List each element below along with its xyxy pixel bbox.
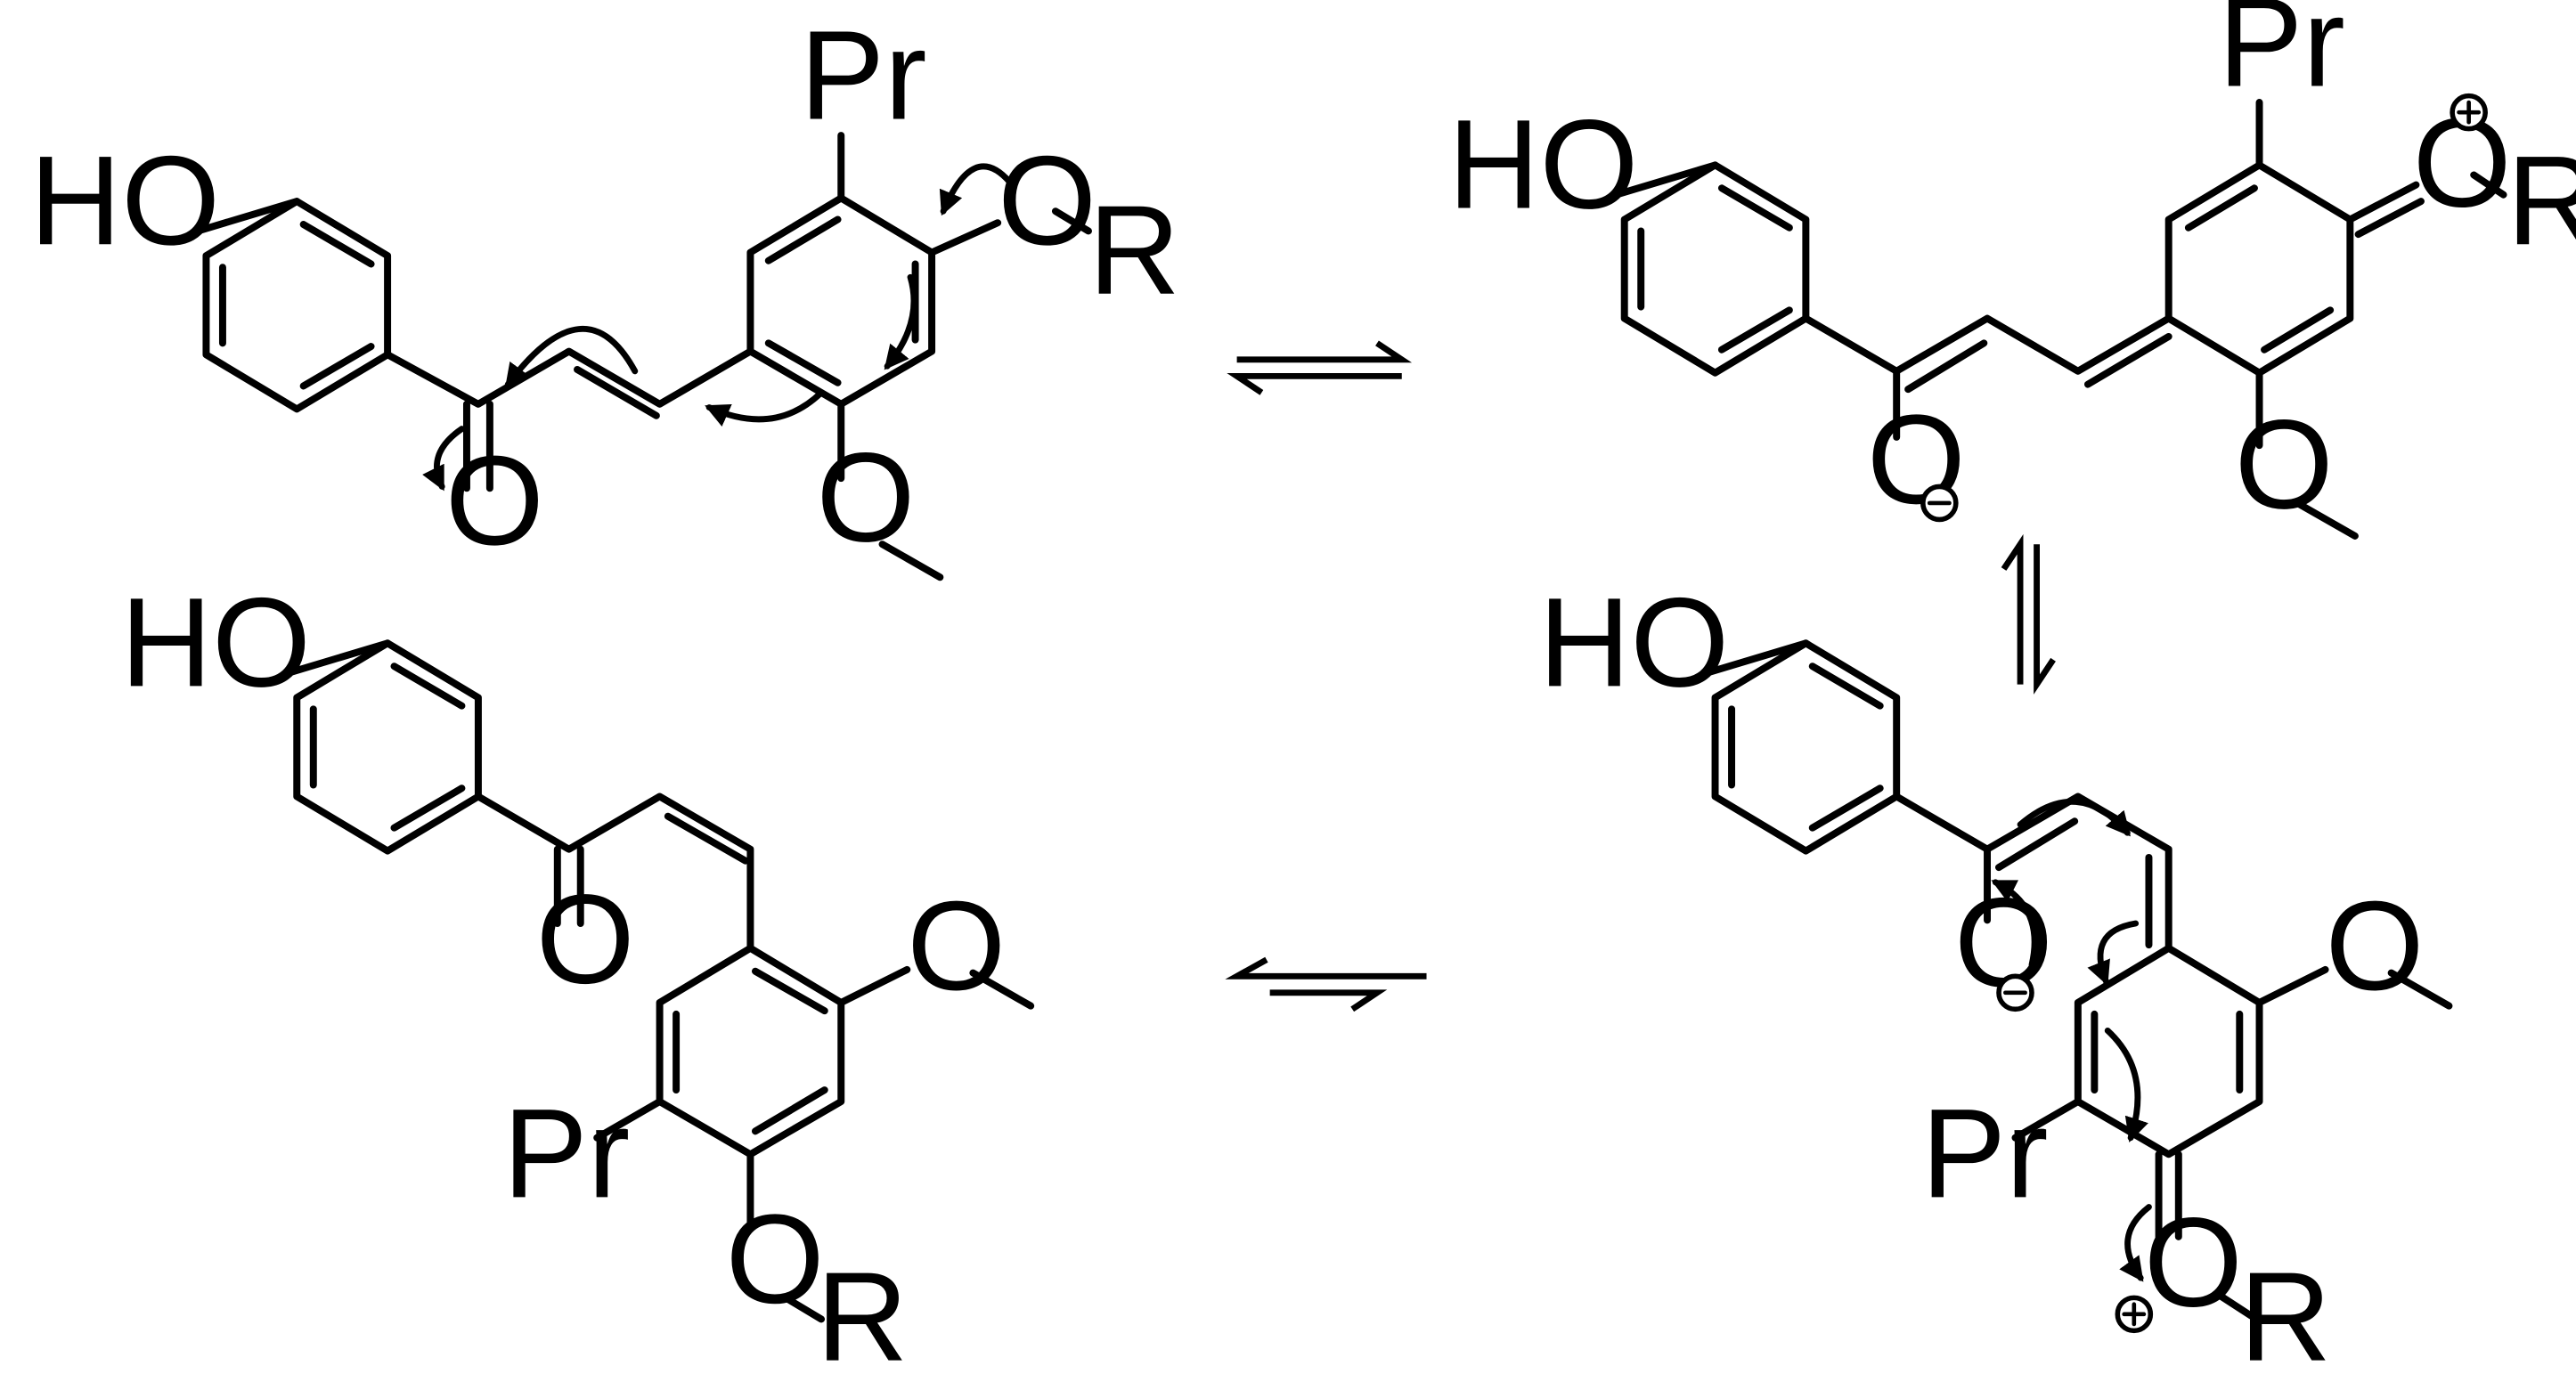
phenol-ring: [202, 198, 392, 413]
pr-bond: [593, 1098, 664, 1142]
molecule-cis-quinone-methide-enolate: HO Pr O O R O: [1538, 572, 2453, 1382]
equilibrium-arrow-1: [1227, 340, 1413, 395]
methoxy-oxygen-label: O: [2326, 875, 2425, 1017]
curved-arrow: [2017, 798, 2131, 837]
oxonium-oxygen-label: O: [2144, 1192, 2243, 1334]
equilibrium-arrow-2: [2001, 533, 2056, 695]
propyl-label: Pr: [2218, 0, 2345, 114]
hydroxyl-label: HO: [120, 572, 311, 713]
quinoid-ring: [2164, 161, 2354, 377]
carbonyl-chain: [384, 347, 754, 408]
r-bond: [1051, 207, 1092, 235]
r-group-label: R: [2507, 130, 2576, 272]
curved-arrow: [422, 426, 465, 492]
methoxy-oxygen-label: O: [816, 427, 915, 569]
enolate-double-bond: [1904, 339, 1988, 394]
curved-arrow: [1991, 879, 2038, 968]
curved-arrow: [939, 163, 1013, 216]
hydroxyl-label: HO: [29, 130, 220, 272]
propyl-label: Pr: [1921, 1083, 2049, 1224]
quinoid-ring-double-bonds: [2091, 1010, 2244, 1094]
methoxy-oxygen-label: O: [2235, 394, 2334, 535]
ether-oxygen-label: O: [998, 130, 1096, 272]
methoxy-oxygen-label: O: [907, 875, 1006, 1017]
quinoid-ring-double-bonds: [2184, 184, 2335, 354]
phenol-ring: [293, 639, 482, 855]
ho-bond: [1703, 639, 1810, 677]
curved-arrow: [884, 273, 917, 370]
propyl-label: Pr: [800, 5, 927, 147]
enolate-chain: [1802, 314, 2172, 375]
alkene-double-bond: [664, 812, 749, 865]
hydroxyl-label: HO: [1448, 94, 1639, 236]
carbonyl-double-bond: [462, 400, 493, 492]
enolate-chain: [1893, 793, 2172, 952]
ho-bond: [194, 198, 301, 235]
r-bond: [785, 1296, 826, 1323]
phenol-ring: [1711, 639, 1901, 855]
alkene-double-bond: [574, 365, 660, 419]
oxonium-double-bond: [2346, 181, 2425, 239]
carbonyl-double-bond: [553, 845, 584, 928]
phenol-ring: [1620, 161, 1810, 377]
enolate-double-bond: [1995, 817, 2079, 872]
methoxy-bond: [2255, 369, 2359, 540]
methoxy-bond: [2255, 965, 2453, 1010]
carbonyl-oxygen-label: O: [536, 869, 635, 1011]
curved-arrow: [705, 389, 825, 427]
r-bond: [2214, 1290, 2255, 1320]
ether-oxygen-label: O: [726, 1189, 825, 1330]
equilibrium-arrow-3: [1225, 956, 1427, 1012]
aryl-ring: [746, 194, 936, 408]
phenol-ring-double-bonds: [1637, 184, 1793, 354]
r-group-label: R: [2239, 1247, 2331, 1382]
methoxy-bond: [837, 965, 1035, 1010]
methoxy-bond: [837, 400, 944, 581]
pr-bond: [2011, 1098, 2082, 1142]
ho-bond: [285, 639, 392, 677]
molecule-cis-chalcone: HO Pr O O R O: [120, 572, 1035, 1382]
r-bond: [2470, 171, 2507, 199]
aryl-ring: [656, 944, 845, 1158]
propyl-label: Pr: [503, 1083, 631, 1224]
r-group-label: R: [816, 1247, 908, 1382]
curved-arrow: [504, 325, 639, 389]
curved-arrow: [2119, 1204, 2152, 1282]
molecule-quinone-methide-enolate: HO Pr O O R O: [1448, 0, 2576, 540]
methide-double-bond: [2083, 332, 2172, 388]
aryl-ring-double-bonds: [673, 967, 828, 1135]
phenol-ring-double-bonds: [218, 221, 375, 390]
ether-bond: [928, 219, 1002, 256]
curved-arrow: [2087, 920, 2140, 986]
carbonyl-oxygen-label: O: [445, 430, 544, 572]
r-group-label: R: [1088, 180, 1180, 321]
phenol-ring-double-bonds: [1728, 663, 1884, 832]
carbonyl-chain: [474, 793, 754, 952]
phenol-ring-double-bonds: [309, 663, 466, 832]
ho-bond: [1612, 161, 1719, 199]
curved-arrow: [2104, 1027, 2148, 1142]
oxonium-double-bond: [2155, 1150, 2182, 1240]
hydroxyl-label: HO: [1538, 572, 1729, 713]
molecule-trans-chalcone: HO Pr O O R O: [29, 5, 1180, 581]
